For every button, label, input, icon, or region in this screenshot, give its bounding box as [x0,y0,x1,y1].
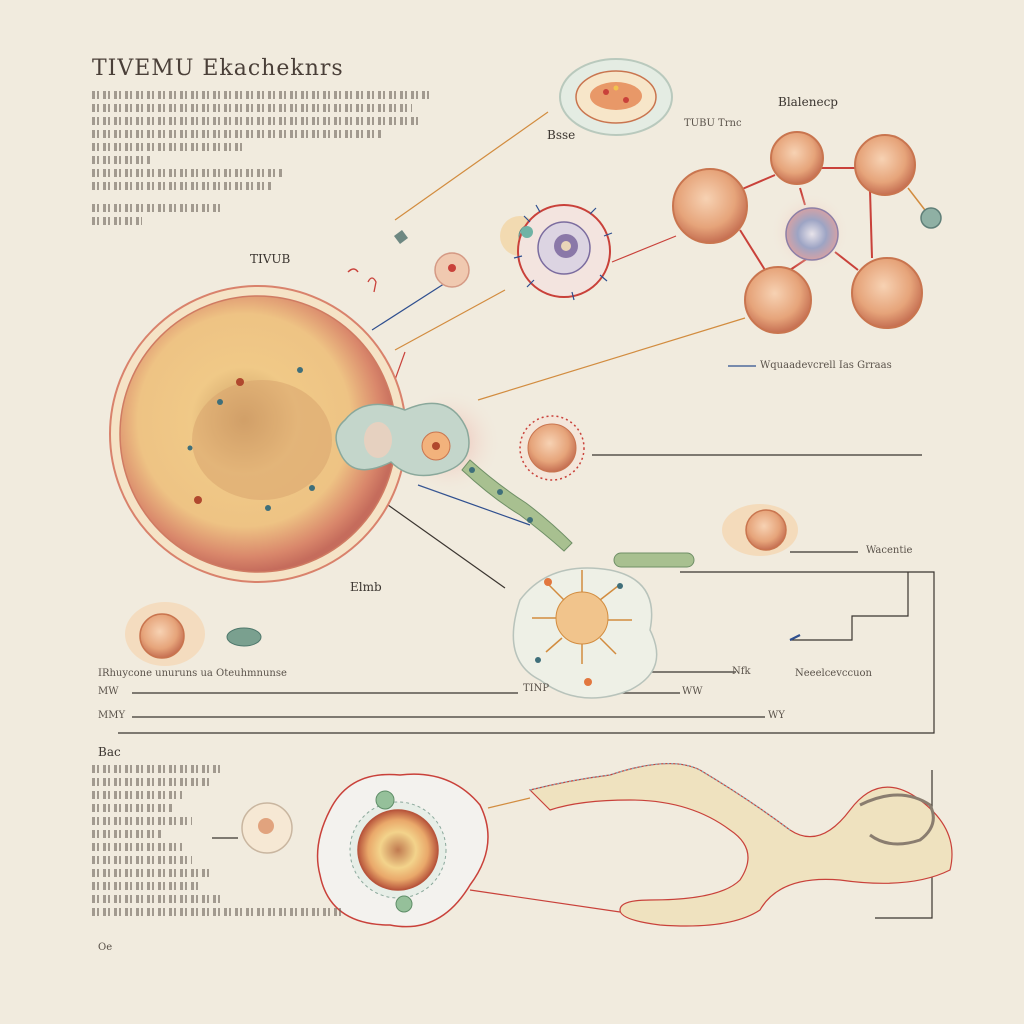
small-cell-chain [347,204,613,301]
connector-line [394,111,549,221]
bottom-notes [92,760,352,921]
connector-line [611,235,677,263]
connector-line [469,889,621,913]
top-center-label: Bsse [547,128,576,142]
connector-line [477,317,746,401]
row-label-2: MW [98,686,119,697]
bottom-left-last-label: Oe [98,942,113,953]
connector-line [487,797,531,809]
connector-line [789,634,801,641]
intro-notes [92,86,452,230]
left-mid-label: TIVUB [250,252,291,266]
right-lower-label: Neeelcevccuon [795,668,872,679]
row-label-3: MMY [98,710,126,721]
row-label-1: IRhuycone unuruns ua Oteuhmnunse [98,668,287,679]
fertilization-connection [335,388,695,568]
small-cell-right [722,504,798,556]
connector-line [394,289,506,351]
network-cell [851,257,923,329]
row-label-6: WY [768,710,785,721]
bottom-follicle [241,773,489,928]
left-lower-label: Elmb [350,580,382,594]
left-small-cells [125,602,262,666]
network-cell [854,134,916,196]
top-right-label: Blalenecp [778,95,838,109]
bottom-left-title: Bac [98,745,121,759]
connector-line [790,572,909,641]
row-label-5: WW [682,686,703,697]
large-egg-cell [109,285,407,583]
network-small-node [920,207,942,229]
fallopian-tube [528,763,953,927]
connector-line [371,279,451,331]
row-label-4: Nfk [732,666,751,677]
cell-network [672,131,942,334]
middle-right-label: Wquaadevcrell Ias Grraas [760,360,892,371]
network-cell-core [785,207,839,261]
network-cell [770,131,824,185]
top-small-label: TUBU Trnc [684,118,742,129]
network-cell [744,266,812,334]
connector-line [118,571,935,734]
page-title: TIVEMU Ekacheknrs [92,56,344,81]
bottom-center-label: TINP [523,683,550,694]
ciliated-cell [519,415,585,481]
connector-line [387,504,506,589]
top-oval-cell [559,58,673,136]
starburst-cell [512,567,658,699]
network-cell [672,168,748,244]
right-mid-label: Wacentie [866,545,913,556]
